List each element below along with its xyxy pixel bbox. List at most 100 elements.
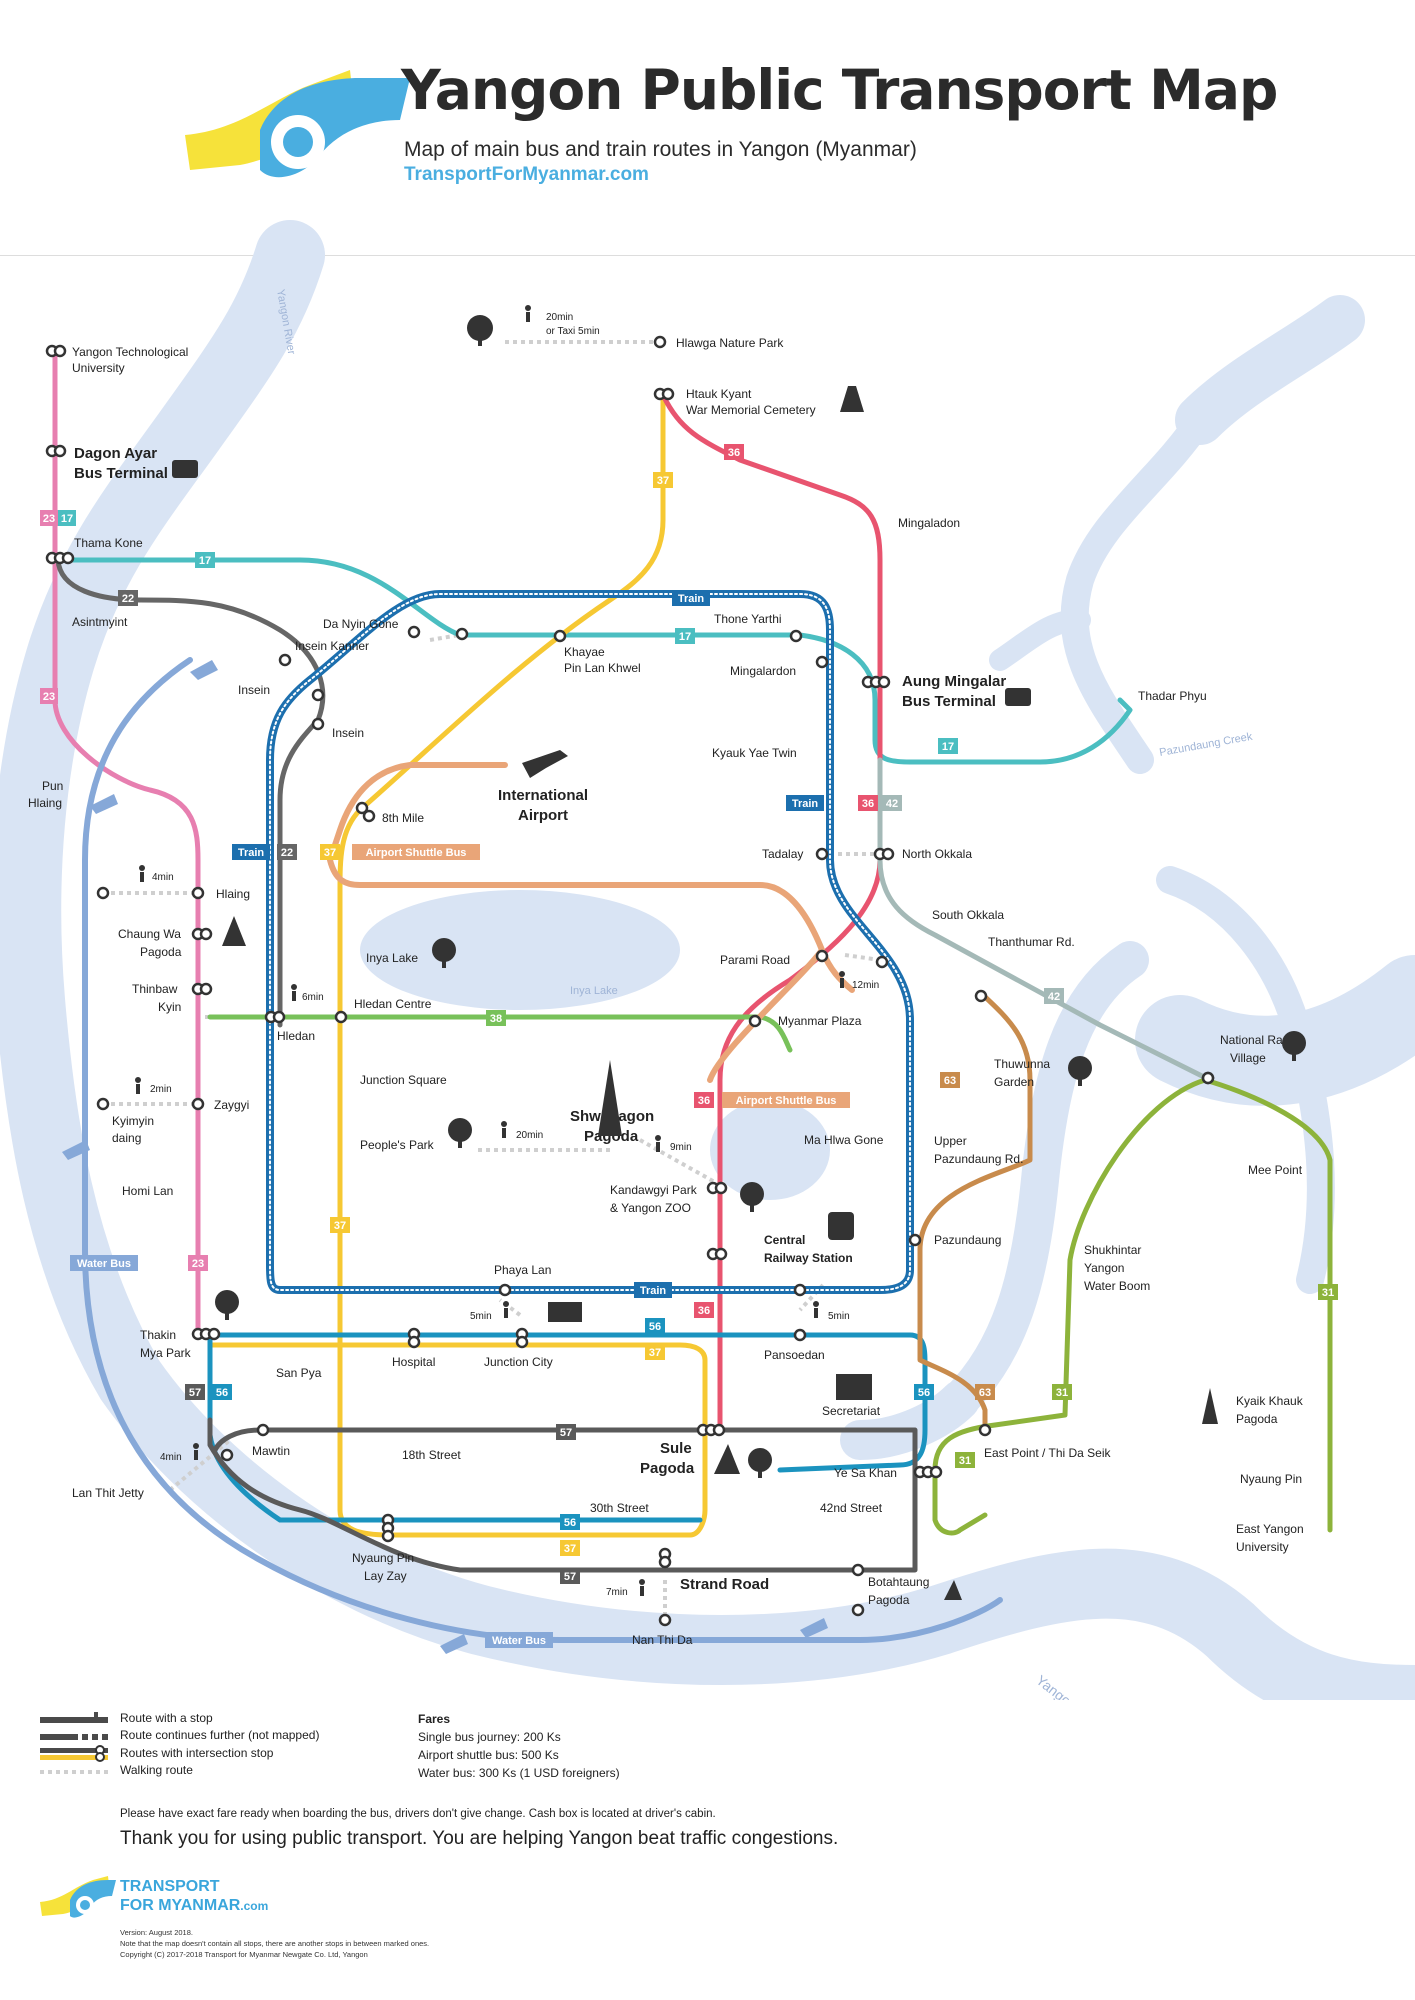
badge-37b: 37 [320,844,340,860]
badge-57c: 57 [560,1568,580,1584]
badge-37c: 37 [330,1217,350,1233]
svg-text:56: 56 [649,1321,661,1333]
svg-text:Central: Central [764,1233,805,1247]
svg-text:23: 23 [43,691,55,703]
svg-text:Hlaing: Hlaing [28,796,62,810]
svg-text:Lan Thit Jetty: Lan Thit Jetty [72,1486,144,1500]
badge-train4: Train [634,1282,672,1298]
badge-56b: 56 [914,1384,934,1400]
boat-icon [62,660,828,1654]
copyright-text: Copyright (C) 2017-2018 Transport for My… [120,1950,368,1959]
badge-train: Train [672,590,710,606]
svg-text:31: 31 [1056,1387,1068,1399]
svg-text:International: International [498,787,588,804]
badge-17b: 17 [195,552,215,568]
svg-text:23: 23 [192,1258,204,1270]
route-37-line [207,392,708,1538]
svg-text:63: 63 [979,1387,991,1399]
svg-text:Kyauk Yae Twin: Kyauk Yae Twin [712,746,797,760]
svg-text:Bus Terminal: Bus Terminal [902,693,996,710]
footer-brand: TRANSPORT FOR MYANMAR.com [120,1877,268,1916]
brand-logo [185,70,410,178]
svg-text:Homi Lan: Homi Lan [122,1184,173,1198]
svg-text:Shukhintar: Shukhintar [1084,1243,1141,1257]
svg-text:Ye Sa Khan: Ye Sa Khan [834,1466,897,1480]
svg-text:Hledan Centre: Hledan Centre [354,997,432,1011]
label-inya-lake: Inya Lake [570,985,618,997]
svg-text:South Okkala: South Okkala [932,908,1004,922]
svg-text:Hledan: Hledan [277,1029,315,1043]
svg-text:Railway Station: Railway Station [764,1251,853,1265]
svg-text:37: 37 [334,1220,346,1232]
svg-text:Kyin: Kyin [158,1000,181,1014]
svg-text:37: 37 [649,1347,661,1359]
badge-36b: 36 [858,795,878,811]
badge-63: 63 [940,1072,960,1088]
badge-57: 57 [185,1384,205,1400]
svg-text:Pin Lan Khwel: Pin Lan Khwel [564,661,641,675]
svg-text:daing: daing [112,1131,141,1145]
svg-text:Junction Square: Junction Square [360,1073,447,1087]
svg-text:Thuwunna: Thuwunna [994,1057,1050,1071]
svg-text:University: University [72,361,125,375]
svg-text:Phaya Lan: Phaya Lan [494,1263,551,1277]
svg-text:Khayae: Khayae [564,645,605,659]
badge-56d: 56 [560,1514,580,1530]
svg-text:National Races: National Races [1220,1033,1301,1047]
walking-person-icon [135,305,845,1596]
svg-text:Thadar Phyu: Thadar Phyu [1138,689,1207,703]
svg-text:12min: 12min [852,980,879,991]
badge-37: 37 [653,472,673,488]
transport-map[interactable]: 23 17 17 22 23 37 36 17 Train 17 Train 3… [0,0,1415,1700]
route-31-line [932,1077,1333,1536]
footer-brand-line1: TRANSPORT [120,1878,220,1895]
water-bus-line [82,657,1003,1643]
svg-text:37: 37 [324,847,336,859]
badge-shuttle: Airport Shuttle Bus [352,844,480,860]
svg-text:Pun: Pun [42,779,63,793]
stop-labels: Yangon Technological University Dagon Ay… [28,336,1304,1647]
svg-text:Thama Kone: Thama Kone [74,536,143,550]
svg-text:Upper: Upper [934,1134,967,1148]
svg-text:42nd Street: 42nd Street [820,1501,883,1515]
svg-text:North Okkala: North Okkala [902,847,972,861]
svg-text:9min: 9min [670,1142,692,1153]
svg-text:Mingalardon: Mingalardon [730,664,796,678]
svg-text:Strand Road: Strand Road [680,1576,769,1593]
badge-36c: 36 [694,1092,714,1108]
route-lines [52,352,1333,1643]
website-link[interactable]: TransportForMyanmar.com [404,164,649,185]
svg-text:Thone Yarthi: Thone Yarthi [714,612,782,626]
svg-text:Pazundaung Rd.: Pazundaung Rd. [934,1152,1023,1166]
svg-text:Chaung Wa: Chaung Wa [118,927,181,941]
svg-text:36: 36 [728,447,740,459]
badge-22b: 22 [277,844,297,860]
svg-text:Parami Road: Parami Road [720,953,790,967]
svg-text:Thinbaw: Thinbaw [132,982,178,996]
svg-text:17: 17 [199,555,211,567]
svg-text:Sule: Sule [660,1440,692,1457]
svg-text:or Taxi 5min: or Taxi 5min [546,326,600,337]
badge-37d: 37 [645,1344,665,1360]
badge-31: 31 [1318,1284,1338,1300]
svg-text:Aung Mingalar: Aung Mingalar [902,673,1006,690]
header-divider [0,255,1415,256]
svg-text:22: 22 [122,593,134,605]
legend-walking: Walking route [120,1763,193,1777]
fare-note: Please have exact fare ready when boardi… [120,1808,716,1820]
stop-markers[interactable] [45,335,1215,1627]
svg-text:63: 63 [944,1075,956,1087]
badge-train2: Train [786,795,824,811]
yangon-river [0,220,1415,1700]
pazundaung-creek [941,941,1149,1419]
svg-text:Water Bus: Water Bus [492,1635,546,1647]
badge-56: 56 [645,1318,665,1334]
svg-text:Pansoedan: Pansoedan [764,1348,825,1362]
badge-38: 38 [486,1010,506,1026]
svg-text:Train: Train [238,847,265,859]
pagoda-icon [222,916,1218,1600]
svg-text:Nan Thi Da: Nan Thi Da [632,1633,693,1647]
svg-text:Water Boom: Water Boom [1084,1279,1150,1293]
badge-31b: 31 [1052,1384,1072,1400]
svg-text:Tadalay: Tadalay [762,847,803,861]
